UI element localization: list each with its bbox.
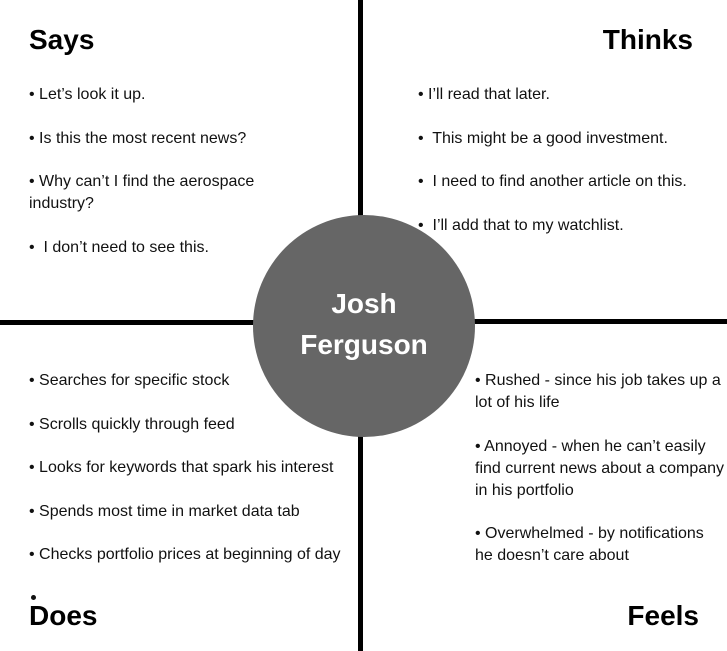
does-item: • Looks for keywords that spark his inte… xyxy=(29,459,334,476)
says-item: • Why can’t I find the aerospace industr… xyxy=(29,173,259,212)
does-item: • Checks portfolio prices at beginning o… xyxy=(29,546,341,563)
feels-item: • Annoyed - when he can’t easily find cu… xyxy=(475,437,725,499)
feels-list: • Rushed - since his job takes up a lot … xyxy=(475,370,725,589)
says-item: • Is this the most recent news? xyxy=(29,129,247,147)
feels-title: Feels xyxy=(627,600,699,631)
says-list: • Let’s look it up. • Is this the most r… xyxy=(29,84,299,280)
does-list: • Searches for specific stock • Scrolls … xyxy=(29,370,359,588)
feels-item: • Rushed - since his job takes up a lot … xyxy=(475,372,726,411)
feels-item: • Overwhelmed - by notifications he does… xyxy=(475,525,709,564)
thinks-item: • I’ll add that to my watchlist. xyxy=(418,216,624,234)
says-item: • I don’t need to see this. xyxy=(29,238,209,256)
horizontal-divider-right xyxy=(470,319,727,324)
thinks-item: • I’ll read that later. xyxy=(418,86,550,103)
does-item: • Scrolls quickly through feed xyxy=(29,415,235,433)
empty-bullet xyxy=(31,595,36,600)
does-item: • Spends most time in market data tab xyxy=(29,502,300,520)
says-title: Says xyxy=(29,24,95,55)
says-item: • Let’s look it up. xyxy=(29,86,146,103)
persona-circle: Josh Ferguson xyxy=(253,215,475,437)
thinks-list: • I’ll read that later. • This might be … xyxy=(418,84,718,258)
does-item: • Searches for specific stock xyxy=(29,372,230,389)
does-title: Does xyxy=(29,600,98,631)
thinks-item: • I need to find another article on this… xyxy=(418,173,687,190)
thinks-title: Thinks xyxy=(602,24,693,55)
horizontal-divider-left xyxy=(0,320,260,325)
persona-name: Josh Ferguson xyxy=(300,288,428,360)
thinks-item: • This might be a good investment. xyxy=(418,129,668,147)
